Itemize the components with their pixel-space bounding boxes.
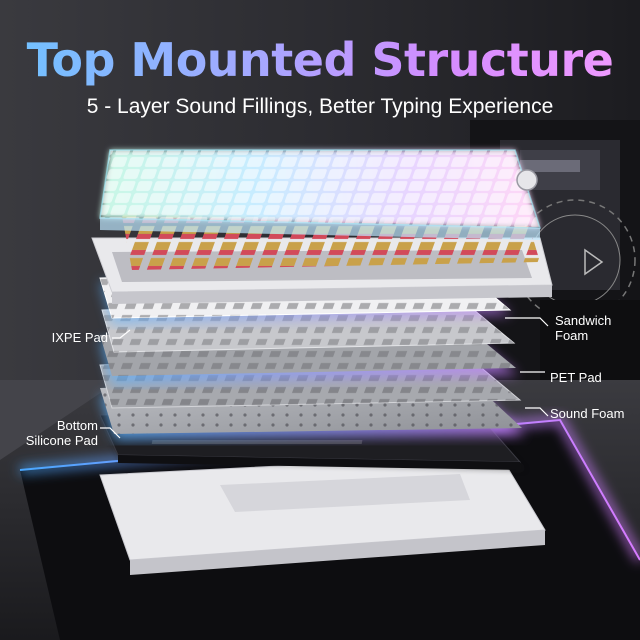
callout-sandwich-foam: Sandwich Foam [555,313,635,343]
callout-sound-foam-label: Sound Foam [550,406,625,421]
callout-bottom-silicone-line1: Bottom [56,418,98,433]
callout-sandwich-foam-line1: Sandwich [555,313,612,328]
callout-sandwich-foam-line2: Foam [555,328,589,343]
callout-bottom-silicone-line2: Silicone Pad [25,433,98,448]
callout-pet-pad: PET Pad [550,370,630,385]
page-subtitle: 5 - Layer Sound Fillings, Better Typing … [86,95,554,118]
callout-sound-foam: Sound Foam [550,406,636,421]
callout-ixpe-pad: IXPE Pad [30,330,108,345]
callout-ixpe-pad-label: IXPE Pad [51,330,108,345]
callout-pet-pad-label: PET Pad [550,370,602,385]
page-title: Top Mounted Structure [0,30,640,90]
callout-bottom-silicone-pad: Bottom Silicone Pad [10,418,98,448]
